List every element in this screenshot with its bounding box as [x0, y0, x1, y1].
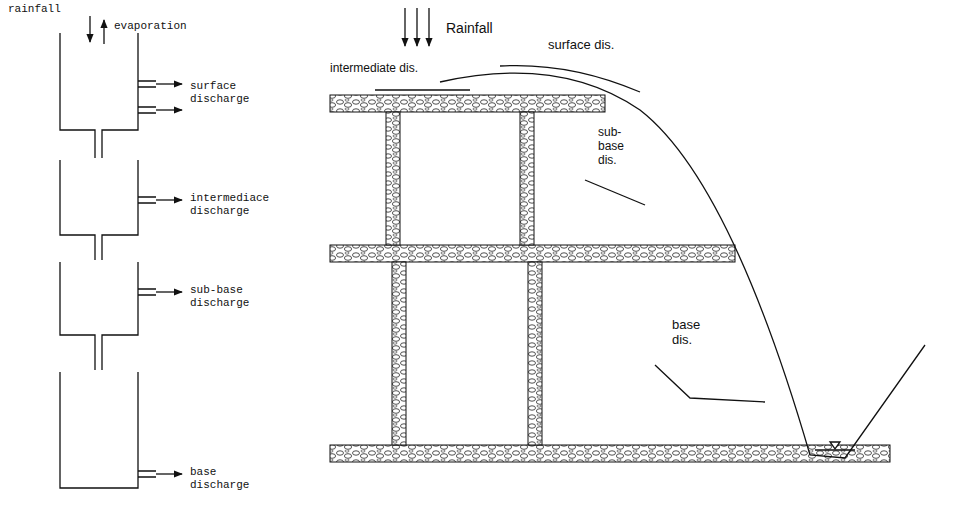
flow-label: intermediate dis.: [330, 62, 418, 76]
discharge-label: intermediace discharge: [190, 192, 275, 217]
discharge-label: sub-base discharge: [190, 284, 275, 309]
flow-label: base dis.: [672, 318, 704, 348]
discharge-label: base discharge: [190, 466, 275, 491]
discharge-label: surface discharge: [190, 80, 275, 105]
flow-label: surface dis.: [548, 38, 614, 53]
rainfall-label: Rainfall: [446, 20, 493, 36]
input-label: rainfall: [8, 3, 61, 16]
flow-label: sub-base dis.: [598, 126, 630, 167]
output-label: evaporation: [114, 20, 187, 33]
